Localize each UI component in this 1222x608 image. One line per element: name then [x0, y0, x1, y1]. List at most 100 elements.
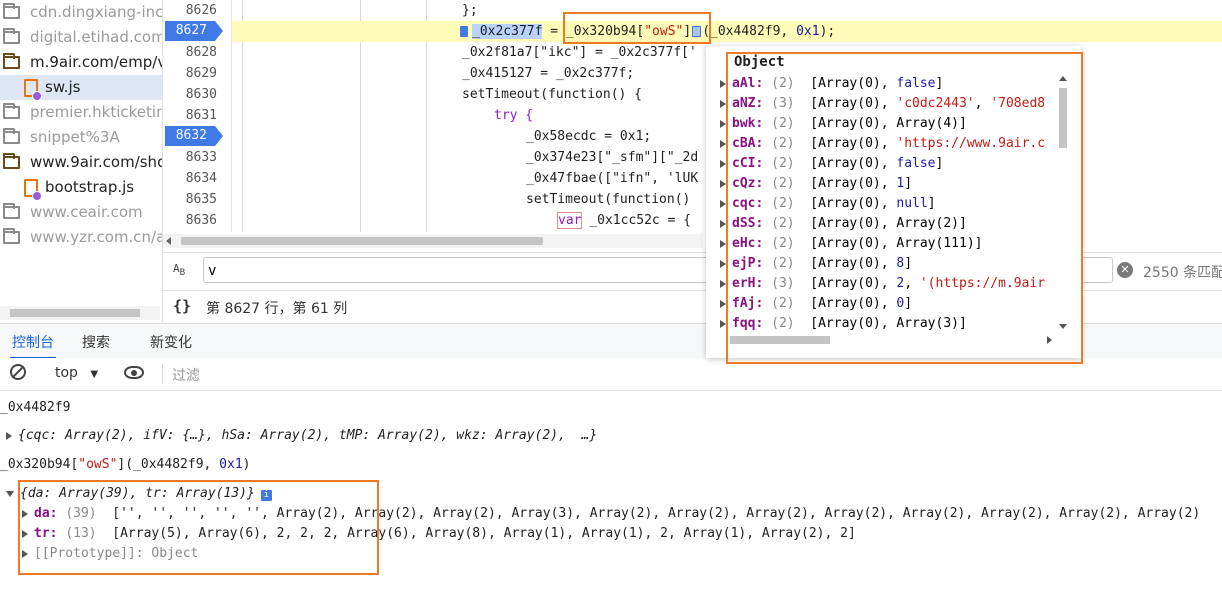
popover-horizontal-scrollbar[interactable] [728, 333, 1054, 347]
chevron-down-icon: ▼ [90, 369, 99, 380]
line-number[interactable]: 8631 [185, 108, 217, 123]
cursor-position: 第 8627 行，第 61 列 [206, 301, 348, 317]
popover-property-row[interactable]: erH: (3) [Array(0), 2, '(https://m.9air [720, 274, 1045, 294]
expand-triangle-icon[interactable] [720, 159, 726, 168]
collapse-triangle-icon[interactable] [6, 490, 14, 497]
line-number[interactable]: 8628 [185, 45, 217, 60]
breakpoint-marker[interactable]: 8632 [165, 126, 223, 146]
popover-property-row[interactable]: fqq: (2) [Array(0), Array(3)] [720, 314, 967, 334]
inline-breakpoint-icon[interactable] [692, 26, 702, 37]
expand-triangle-icon[interactable] [720, 279, 726, 288]
console-object-output[interactable]: {da: Array(39), tr: Array(13)}i [6, 486, 272, 501]
popover-property-row[interactable]: aNZ: (3) [Array(0), 'c0dc2443', '708ed8 [720, 94, 1045, 114]
filter-input[interactable]: 过滤 [172, 368, 200, 384]
editor-horizontal-scrollbar[interactable] [163, 234, 703, 248]
popover-property-row[interactable]: cCI: (2) [Array(0), false] [720, 154, 943, 174]
highlight-box [563, 12, 711, 44]
line-number[interactable]: 8633 [185, 150, 217, 165]
popover-property-row[interactable]: ejP: (2) [Array(0), 8] [720, 254, 912, 274]
search-input[interactable]: v [203, 257, 1113, 283]
folder-icon [3, 28, 20, 44]
tab-search[interactable]: 搜索 [82, 335, 110, 351]
code-editor[interactable]: }; _0x2c377f = _0x320b94["owS"](_0x4482f… [232, 0, 1222, 232]
tree-item-folder[interactable]: snippet%3A [0, 125, 162, 150]
match-case-icon[interactable]: AB [173, 262, 186, 279]
object-prototype[interactable]: [[Prototype]]: Object [22, 546, 198, 561]
tree-item-folder[interactable]: premier.hkticketing [0, 100, 162, 125]
clear-search-icon[interactable]: ✕ [1117, 262, 1133, 278]
tree-item-folder[interactable]: cdn.dingxiang-inc. [0, 0, 162, 25]
popover-vertical-scrollbar[interactable] [1057, 74, 1069, 331]
tab-changes[interactable]: 新变化 [150, 335, 192, 351]
object-property-da[interactable]: da: (39) ['', '', '', '', '', Array(2), … [22, 506, 1200, 521]
scroll-left-icon[interactable] [166, 237, 171, 245]
folder-icon [3, 153, 20, 169]
highlight-box [18, 480, 379, 575]
line-number[interactable]: 8634 [185, 171, 217, 186]
code-line-paused: _0x2c377f = _0x320b94["owS"](_0x4482f9, … [232, 21, 1222, 42]
tab-console[interactable]: 控制台 [10, 332, 56, 359]
popover-property-row[interactable]: aAl: (2) [Array(0), false] [720, 74, 943, 94]
popover-property-row[interactable]: dSS: (2) [Array(0), Array(2)] [720, 214, 967, 234]
popover-property-row[interactable]: eHc: (2) [Array(0), Array(111)] [720, 234, 982, 254]
object-preview-popover[interactable]: Object aAl: (2) [Array(0), false]aNZ: (3… [706, 46, 1081, 358]
tree-item-label: www.yzr.com.cn/ap [30, 228, 162, 246]
popover-property-row[interactable]: fAj: (2) [Array(0), 0] [720, 294, 912, 314]
breakpoint-marker[interactable]: 8627 [165, 21, 223, 41]
js-file-icon [24, 179, 42, 201]
tree-item-folder[interactable]: www.ceair.com [0, 200, 162, 225]
file-tree: cdn.dingxiang-inc. digital.etihad.com m.… [0, 0, 162, 322]
tree-item-file-selected[interactable]: sw.js [0, 75, 162, 101]
tree-item-label: cdn.dingxiang-inc. [30, 3, 162, 21]
expand-triangle-icon[interactable] [720, 139, 726, 148]
pretty-print-icon[interactable]: {} [173, 297, 192, 315]
code-line: try { [494, 108, 534, 123]
eye-icon[interactable] [124, 366, 144, 379]
expand-triangle-icon[interactable] [720, 219, 726, 228]
expand-triangle-icon[interactable] [720, 119, 726, 128]
expand-triangle-icon[interactable] [720, 319, 726, 328]
tree-item-folder[interactable]: digital.etihad.com [0, 25, 162, 50]
popover-title: Object [734, 54, 785, 70]
tree-scrollbar[interactable] [0, 306, 160, 320]
tree-item-folder[interactable]: m.9air.com/emp/v [0, 50, 162, 75]
line-number[interactable]: 8636 [185, 213, 217, 228]
context-selector[interactable]: top ▼ [55, 365, 98, 381]
highlight-box [726, 52, 1083, 364]
tree-item-label: www.9air.com/sho [30, 153, 162, 171]
popover-property-row[interactable]: cQz: (2) [Array(0), 1] [720, 174, 912, 194]
expand-triangle-icon[interactable] [720, 259, 726, 268]
tree-item-file[interactable]: bootstrap.js [0, 175, 162, 201]
inline-breakpoint-icon[interactable] [460, 26, 468, 37]
console-output-line[interactable]: {cqc: Array(2), ifV: {…}, hSa: Array(2),… [6, 428, 597, 443]
line-number[interactable]: 8629 [185, 66, 217, 81]
folder-icon [3, 103, 20, 119]
expand-triangle-icon[interactable] [720, 199, 726, 208]
popover-property-row[interactable]: bwk: (2) [Array(0), Array(4)] [720, 114, 967, 134]
expand-triangle-icon[interactable] [720, 239, 726, 248]
match-count: 2550 条匹配 [1143, 265, 1222, 281]
expand-triangle-icon[interactable] [720, 99, 726, 108]
expand-triangle-icon[interactable] [22, 549, 28, 558]
expand-triangle-icon[interactable] [720, 79, 726, 88]
expand-triangle-icon[interactable] [720, 299, 726, 308]
popover-property-row[interactable]: cqc: (2) [Array(0), null] [720, 194, 936, 214]
code-line: _0x58ecdc = 0x1; [526, 129, 652, 144]
line-number[interactable]: 8635 [185, 192, 217, 207]
pane-divider[interactable] [162, 0, 163, 322]
tree-item-folder[interactable]: www.yzr.com.cn/ap [0, 225, 162, 250]
folder-icon [3, 203, 20, 219]
folder-icon [3, 53, 20, 69]
expand-triangle-icon[interactable] [720, 179, 726, 188]
tree-item-folder[interactable]: www.9air.com/sho [0, 150, 162, 175]
line-number[interactable]: 8626 [185, 3, 217, 18]
code-line: setTimeout(function() [526, 192, 691, 207]
expand-triangle-icon[interactable] [22, 509, 28, 518]
clear-console-icon[interactable] [10, 364, 26, 380]
expand-triangle-icon[interactable] [6, 431, 12, 440]
expand-triangle-icon[interactable] [22, 529, 28, 538]
object-property-tr[interactable]: tr: (13) [Array(5), Array(6), 2, 2, 2, A… [22, 526, 856, 541]
info-icon[interactable]: i [260, 490, 272, 501]
line-number[interactable]: 8630 [185, 87, 217, 102]
popover-property-row[interactable]: cBA: (2) [Array(0), 'https://www.9air.c [720, 134, 1045, 154]
